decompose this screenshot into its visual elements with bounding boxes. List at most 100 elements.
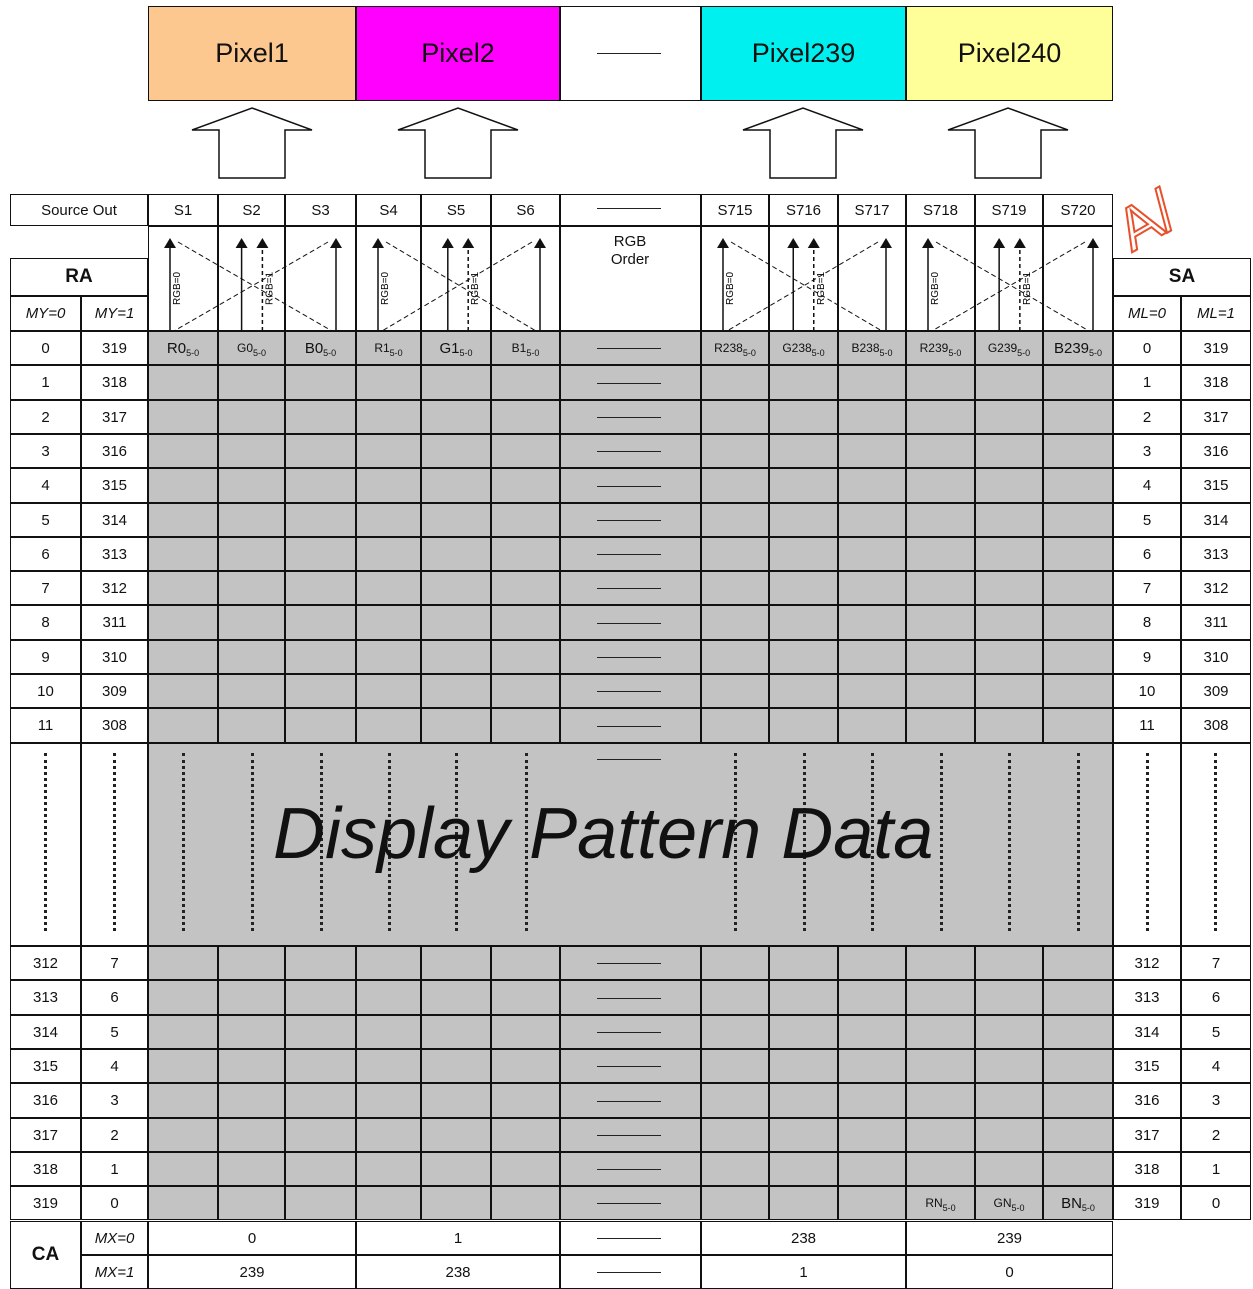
gray-data-cell: [285, 400, 356, 434]
arrowhead-icon: [462, 238, 475, 248]
gray-data-cell: [838, 503, 906, 537]
arrowhead-icon: [235, 238, 248, 248]
sa-ml0-value: 314: [1113, 1015, 1181, 1049]
cell-subscript: 5-0: [1081, 1203, 1095, 1213]
gray-data-cell: [218, 946, 285, 980]
sa-ml1-value: 6: [1181, 980, 1251, 1015]
rgb-gap-cell: [560, 1083, 701, 1118]
ca-gap-cell: [560, 1221, 701, 1255]
gray-data-cell: [285, 1152, 356, 1186]
cell-main-text: G238: [782, 341, 812, 355]
sa-ml0-value: 6: [1113, 537, 1181, 571]
vertical-ellipsis: [871, 753, 874, 931]
ra-my1-value: 316: [81, 434, 148, 468]
gray-data-cell: [769, 605, 838, 640]
gray-data-cell: [491, 1083, 560, 1118]
cell-main-text: B238: [851, 341, 880, 355]
row-gap-dash: [597, 1203, 661, 1204]
vertical-ellipsis: [44, 753, 47, 931]
cell-subscript: 5-0: [1089, 348, 1103, 358]
rgb-order-cell: [560, 226, 701, 331]
gray-data-cell: [356, 365, 421, 400]
cell-subscript: 5-0: [253, 348, 267, 358]
gray-data-cell: [285, 503, 356, 537]
row-gap-dash: [597, 348, 661, 349]
gray-data-cell: [148, 537, 218, 571]
gray-data-cell: [1043, 1152, 1113, 1186]
gray-data-cell: [148, 365, 218, 400]
sa-ml1-value: 0: [1181, 1186, 1251, 1220]
gray-data-cell: [218, 1152, 285, 1186]
ra-my0-value: 315: [10, 1049, 81, 1083]
ca-mx0-value: 239: [906, 1221, 1113, 1255]
gray-data-cell: [1043, 571, 1113, 605]
gray-data-cell: [975, 980, 1043, 1015]
ra-my1-value: 7: [81, 946, 148, 980]
arrowhead-icon: [164, 238, 176, 248]
source-output: S6: [491, 194, 560, 226]
gray-data-cell: [769, 980, 838, 1015]
gray-data-cell: [148, 434, 218, 468]
arrowhead-icon: [880, 238, 892, 248]
gray-data-cell: [356, 674, 421, 708]
rgb-order-cell: [421, 226, 491, 331]
gray-data-cell: [356, 946, 421, 980]
gray-data-cell: [491, 365, 560, 400]
sa-ml0-value: 315: [1113, 1049, 1181, 1083]
rgb-cross-line: [726, 241, 879, 332]
hollow-up-arrow-icon: [191, 107, 313, 179]
sa-ml0-value: 318: [1113, 1152, 1181, 1186]
ca-gap-dash: [597, 1238, 661, 1239]
rgb-0-label: RGB=0: [725, 271, 736, 305]
cell-subscript: 5-0: [459, 348, 473, 358]
row-gap-dash: [597, 997, 661, 999]
gray-data-cell: [975, 708, 1043, 743]
vertical-ellipsis: [1146, 753, 1149, 931]
cell-subscript: 5-0: [323, 348, 337, 358]
gray-data-cell: [356, 708, 421, 743]
ra-my0-value: 313: [10, 980, 81, 1015]
gray-data-cell: [838, 674, 906, 708]
sa-ml1-value: 314: [1181, 503, 1251, 537]
gray-data-cell: [491, 503, 560, 537]
ra-my1-value: 311: [81, 605, 148, 640]
gray-data-cell: [1043, 674, 1113, 708]
display-pattern-area: [148, 743, 1113, 946]
mx1-label: MX=1: [81, 1255, 148, 1289]
gray-data-cell: [218, 434, 285, 468]
rgb-0-label: RGB=0: [380, 271, 391, 305]
ra-my1-value: 309: [81, 674, 148, 708]
gray-data-cell: [701, 400, 769, 434]
sa-ml0-value: 312: [1113, 946, 1181, 980]
gray-data-cell: [148, 1083, 218, 1118]
row-gap-dash: [597, 657, 661, 658]
ra-my0-value: 11: [10, 708, 81, 743]
gray-data-cell: [356, 571, 421, 605]
cell-subscript: 5-0: [526, 348, 540, 358]
gray-data-cell: [701, 1049, 769, 1083]
ca-mx0-value: 1: [356, 1221, 560, 1255]
ra-my0-value: 4: [10, 468, 81, 503]
ra-my1-value: 5: [81, 1015, 148, 1049]
gray-data-cell: [356, 605, 421, 640]
my0-label: MY=0: [10, 296, 81, 331]
gray-data-cell: [701, 365, 769, 400]
gray-data-cell: [906, 674, 975, 708]
ca-gap-dash: [597, 1272, 661, 1273]
gray-data-cell: [421, 1186, 491, 1220]
ra-my1-value: 315: [81, 468, 148, 503]
gray-data-cell: [906, 400, 975, 434]
source-out-label: Source Out: [10, 194, 148, 226]
hollow-up-arrow-icon: [742, 107, 864, 179]
ellipsis-cell: [1113, 743, 1181, 946]
ra-my0-value: 314: [10, 1015, 81, 1049]
gray-data-cell: [285, 434, 356, 468]
gray-data-cell: [701, 503, 769, 537]
ra-my0-value: 2: [10, 400, 81, 434]
cell-main-text: GN: [993, 1196, 1012, 1210]
rgb-order-cell: [838, 226, 906, 331]
ellipsis-cell: [10, 743, 81, 946]
gray-data-cell: [701, 1083, 769, 1118]
sa-ml1-value: 3: [1181, 1083, 1251, 1118]
ra-my1-value: 318: [81, 365, 148, 400]
